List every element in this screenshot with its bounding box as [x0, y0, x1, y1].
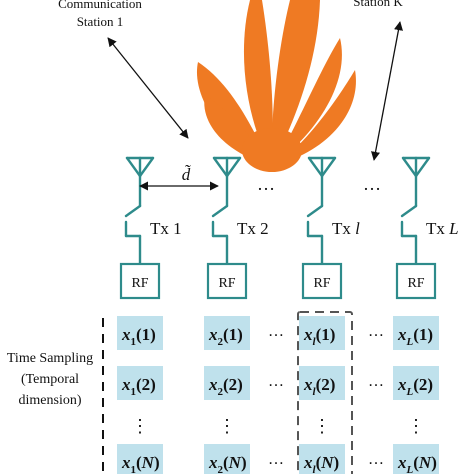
grid-ellipsis: … [368, 451, 384, 468]
switch-icon [400, 204, 418, 266]
sample-cell [204, 366, 250, 400]
antenna-column-1: Tx 1 RF [119, 156, 182, 300]
sample-cell-label: x1(1) [121, 325, 156, 348]
sample-cell [393, 366, 439, 400]
grid-ellipsis: … [368, 323, 384, 340]
time-sampling-line2: (Temporal [21, 372, 79, 387]
rf-label: RF [131, 276, 148, 291]
sample-cell-label: x1(N) [121, 453, 160, 474]
antenna-icon [401, 156, 431, 208]
rf-label: RF [218, 276, 235, 291]
sample-column-4: xL(1) xL(2) xL(N) ⋮ [393, 316, 439, 474]
antenna-ellipsis-2: … [363, 174, 381, 194]
sample-column-1: x1(1) x1(2) x1(N) ⋮ [117, 316, 163, 474]
grid-ellipsis: … [368, 373, 384, 390]
sample-cell-label: x2(1) [208, 325, 243, 348]
tx-label: Tx 1 [150, 219, 182, 238]
sample-cell-label: x1(2) [121, 375, 156, 398]
sample-cell [204, 444, 250, 474]
grid-ellipsis: … [268, 323, 284, 340]
antenna-array: Tx 1 RF Tx 2 RF Tx l RF Tx L RF [119, 156, 459, 300]
time-sampling-line3: dimension) [19, 393, 82, 408]
antenna-icon [212, 156, 242, 208]
sample-cell [393, 316, 439, 350]
tx-label: Tx l [332, 219, 360, 238]
switch-icon [306, 204, 324, 266]
grid-ellipsis: … [268, 451, 284, 468]
radiation-beam-pattern [196, 0, 356, 172]
sample-cell [117, 366, 163, 400]
sample-cell [299, 316, 345, 350]
sample-cell-label: xL(2) [397, 375, 433, 398]
station-k-label: Station K [353, 0, 403, 9]
station1-line2: Station 1 [77, 14, 124, 29]
station-k-arrow [371, 21, 403, 161]
sample-cell [117, 316, 163, 350]
sample-cell [299, 366, 345, 400]
sample-column-2: x2(1) x2(2) x2(N) ⋮ [204, 316, 250, 474]
spacing-label: d̃ [182, 165, 191, 184]
sample-cell [117, 444, 163, 474]
rf-label: RF [313, 276, 330, 291]
station-1-arrow [107, 37, 189, 139]
sample-grid: x1(1)x1(2)x1(N)⋮x2(1)x2(2)x2(N)⋮xl(1)xl(… [117, 316, 439, 474]
rf-block [119, 262, 161, 300]
switch-icon [211, 204, 229, 266]
sample-column-3: xl(1) xl(2) xl(N) ⋮ [299, 316, 345, 474]
rf-block [301, 262, 343, 300]
sample-cell-label: x2(2) [208, 375, 243, 398]
antenna-icon [125, 156, 155, 208]
tx-label: Tx L [426, 219, 459, 238]
antenna-column-4: Tx L RF [395, 156, 459, 300]
vertical-ellipsis: ⋮ [218, 416, 236, 436]
highlight-column-box [297, 311, 353, 474]
tx-label: Tx 2 [237, 219, 269, 238]
sample-cell-label: xl(1) [303, 325, 335, 348]
time-sampling-label: Time Sampling (Temporal dimension) [7, 351, 93, 408]
antenna-ellipsis-1: … [257, 174, 275, 194]
grid-ellipsis: … [268, 373, 284, 390]
vertical-ellipsis: ⋮ [313, 416, 331, 436]
vertical-ellipsis: ⋮ [131, 416, 149, 436]
station1-line1: Communication [58, 0, 142, 11]
sample-cell-label: x2(N) [208, 453, 247, 474]
station-1-label: Communication Station 1 [58, 0, 142, 29]
rf-block [395, 262, 437, 300]
sample-cell-label: xL(N) [397, 453, 437, 474]
antenna-icon [307, 156, 337, 208]
vertical-ellipsis: ⋮ [407, 416, 425, 436]
sample-cell-label: xL(1) [397, 325, 433, 348]
antenna-column-2: Tx 2 RF [206, 156, 269, 300]
rf-block [206, 262, 248, 300]
antenna-column-3: Tx l RF [301, 156, 360, 300]
sample-cell-label: xl(2) [303, 375, 335, 398]
switch-icon [124, 204, 142, 266]
sample-cell [393, 444, 439, 474]
sample-cell [299, 444, 345, 474]
rf-label: RF [407, 276, 424, 291]
time-sampling-line1: Time Sampling [7, 351, 93, 366]
sample-cell-label: xl(N) [303, 453, 339, 474]
sample-cell [204, 316, 250, 350]
